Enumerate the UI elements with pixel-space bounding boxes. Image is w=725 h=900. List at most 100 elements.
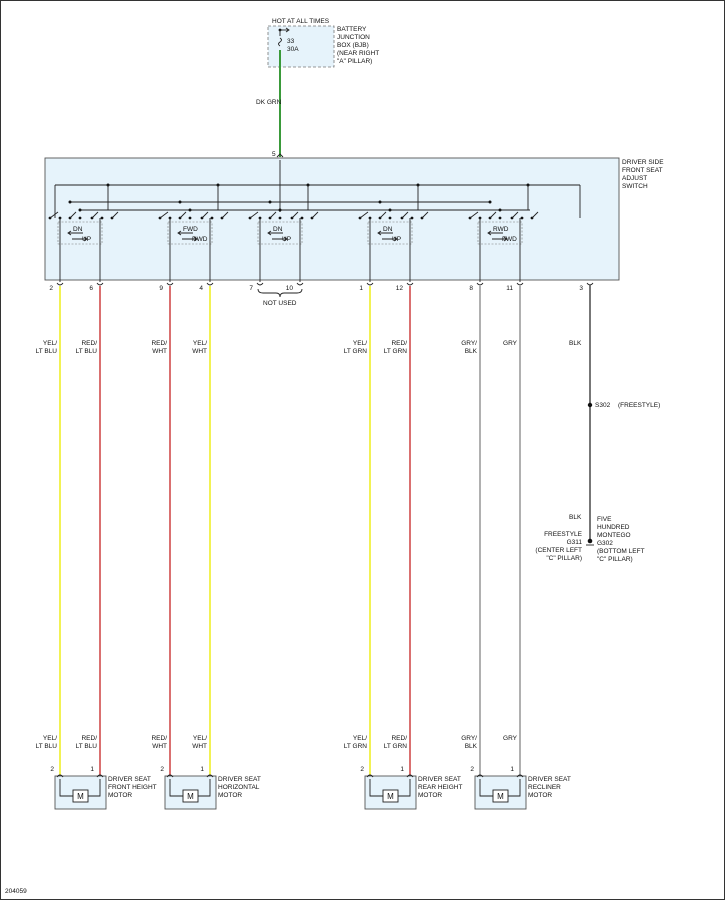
switch-pin: 10	[286, 282, 304, 292]
switch-section-left-label: DN	[273, 226, 283, 233]
wire-color-label: BLK	[465, 348, 478, 355]
splice-note: (FREESTYLE)	[618, 402, 660, 409]
wire-color-label: RED/	[391, 340, 407, 347]
motor-label: DRIVER SEAT	[528, 776, 571, 783]
switch-section-left-label: FWD	[183, 226, 198, 233]
switch-pin: 8	[469, 282, 484, 292]
wire-color-label: WHT	[192, 743, 207, 750]
switch-pin-number: 1	[359, 285, 363, 292]
wire-color-label: GRY	[503, 735, 518, 742]
switch-pin-number: 6	[89, 285, 93, 292]
motor-symbol	[182, 789, 199, 803]
ground-symbol	[586, 538, 594, 546]
svg-text:"C" PILLAR): "C" PILLAR)	[546, 555, 582, 562]
wire-color-label: RED/	[81, 340, 97, 347]
ground-left-label: FREESTYLE G311 (CENTER LEFT "C" PILLAR)	[535, 531, 582, 562]
svg-text:MONTEGO: MONTEGO	[597, 532, 631, 539]
switch-pin-number: 9	[159, 285, 163, 292]
wire-color-label: LT BLU	[76, 743, 98, 750]
switch-title: DRIVER SIDE FRONT SEAT ADJUST SWITCH	[622, 159, 664, 190]
seat-switch-box	[44, 157, 620, 281]
wire-color-label: WHT	[192, 348, 207, 355]
wire-color-label: GRY/	[461, 735, 477, 742]
wire-color-label: LT BLU	[76, 348, 98, 355]
svg-text:(BOTTOM LEFT: (BOTTOM LEFT	[597, 548, 645, 555]
motor-pin-left: 2	[50, 766, 54, 773]
switch-pin: 9	[159, 282, 174, 292]
wire-color-label: LT GRN	[384, 743, 408, 750]
wire-color-label: LT GRN	[384, 348, 408, 355]
wire-color-label: YEL/	[193, 735, 207, 742]
svg-text:(NEAR RIGHT: (NEAR RIGHT	[337, 50, 379, 57]
svg-text:FIVE: FIVE	[597, 516, 612, 523]
switch-section-right-label: RWD	[192, 236, 208, 243]
wire-color-label: LT GRN	[344, 348, 368, 355]
svg-text:BOX (BJB): BOX (BJB)	[337, 42, 369, 49]
switch-pin-number: 2	[49, 285, 53, 292]
wire-color-label: LT GRN	[344, 743, 368, 750]
wire-color-label: RED/	[151, 735, 167, 742]
wire-color-label: BLK	[465, 743, 478, 750]
switch-pin: 12	[396, 282, 414, 292]
motor-label: REAR HEIGHT	[418, 784, 462, 791]
feed-pin: 5	[272, 151, 276, 158]
switch-pin: 7	[249, 282, 264, 292]
wire-color-label: RED/	[151, 340, 167, 347]
switch-pin: 11	[506, 282, 524, 292]
feed-wire-color: DK GRN	[256, 99, 282, 106]
motor-label: DRIVER SEAT	[218, 776, 261, 783]
fuse-rating: 30A	[287, 46, 299, 53]
svg-text:G302: G302	[597, 540, 613, 547]
svg-text:"A" PILLAR): "A" PILLAR)	[337, 58, 372, 65]
wire-color-label: LT BLU	[36, 348, 58, 355]
svg-text:FRONT SEAT: FRONT SEAT	[622, 167, 663, 174]
svg-text:FREESTYLE: FREESTYLE	[544, 531, 583, 538]
switch-pin: 6	[89, 282, 104, 292]
wire-color-label: GRY/	[461, 340, 477, 347]
switch-pin-number: 7	[249, 285, 253, 292]
wire-color-label: RED/	[81, 735, 97, 742]
motor-symbol	[72, 789, 89, 803]
switch-internal-bus	[54, 160, 581, 218]
motor-symbol	[492, 789, 509, 803]
switch-pin-number: 4	[199, 285, 203, 292]
not-used-brace	[257, 288, 303, 298]
switch-pin-number: 11	[506, 285, 513, 292]
splice-label: S302	[595, 402, 611, 409]
motor-pin-right: 1	[90, 766, 94, 773]
ground-wire-color-lower: BLK	[569, 514, 582, 521]
switch-pin-number: 10	[286, 285, 294, 292]
wire-color-label: LT BLU	[36, 743, 58, 750]
motor-label: MOTOR	[108, 792, 132, 799]
switch-section: DN UP	[248, 183, 319, 282]
switch-section-right-label: FWD	[502, 236, 517, 243]
motor-pin-left: 2	[360, 766, 364, 773]
motor-pin-right: 1	[400, 766, 404, 773]
svg-text:BATTERY: BATTERY	[337, 26, 367, 33]
wire-color-label: YEL/	[43, 735, 57, 742]
motor-symbol-letter: M	[187, 792, 194, 801]
motor-label: MOTOR	[528, 792, 552, 799]
svg-text:G311: G311	[567, 539, 583, 546]
motor-label: HORIZONTAL	[218, 784, 260, 791]
switch-section-right-label: UP	[282, 236, 291, 243]
bjb-label: BATTERY JUNCTION BOX (BJB) (NEAR RIGHT "…	[337, 26, 379, 65]
svg-text:(CENTER LEFT: (CENTER LEFT	[535, 547, 582, 554]
bjb-box	[267, 25, 335, 68]
fuse-symbol	[278, 37, 282, 47]
switch-section-left-label: DN	[73, 226, 83, 233]
switch-pin-number: 3	[579, 285, 583, 292]
motor-pin-right: 1	[200, 766, 204, 773]
svg-text:SWITCH: SWITCH	[622, 183, 648, 190]
not-used-label: NOT USED	[263, 300, 297, 307]
motor-symbol-letter: M	[387, 792, 394, 801]
